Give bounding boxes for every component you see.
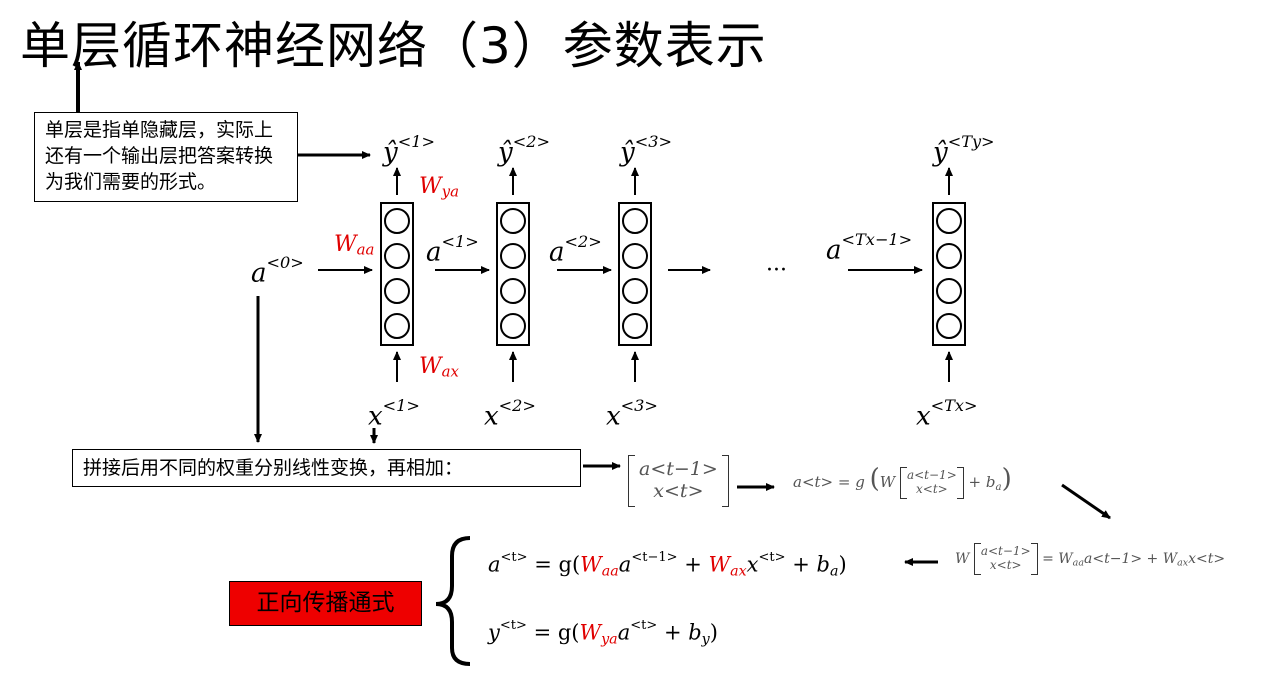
neuron-unit: [936, 243, 962, 269]
neuron-unit: [384, 208, 410, 234]
concat-note: 拼接后用不同的权重分别线性变换，再相加：: [72, 449, 581, 487]
neuron-unit: [936, 313, 962, 339]
yhat-label-ty: ŷ<Ty>: [933, 132, 995, 168]
neuron-unit: [500, 243, 526, 269]
a-label-0: a<0>: [251, 253, 304, 289]
neuron-unit: [622, 313, 648, 339]
concat-note-text: 拼接后用不同的权重分别线性变换，再相加：: [83, 457, 464, 479]
neuron-unit: [500, 208, 526, 234]
forward-brace: [435, 536, 471, 666]
yhat-label-2: ŷ<2>: [498, 132, 550, 168]
weight-waa: Waa: [334, 232, 375, 259]
small-equation-2: W a<t−1>x<t> = Waaa<t−1> + Waxx<t>: [955, 543, 1225, 575]
neuron-unit: [500, 278, 526, 304]
ellipsis: ···: [766, 258, 787, 283]
a-label-2: a<2>: [549, 232, 602, 268]
x-label-2: x<2>: [484, 396, 536, 432]
neuron-unit: [936, 208, 962, 234]
a-label-1: a<1>: [426, 232, 479, 268]
yhat-label-3: ŷ<3>: [620, 132, 672, 168]
x-label-1: x<1>: [368, 396, 420, 432]
forward-equation-output: y<t> = g(Wyaa<t> + by): [488, 618, 718, 648]
weight-wax: Wax: [419, 354, 459, 381]
equation-down-arrow: [1061, 483, 1111, 520]
forward-propagation-label: 正向传播通式: [229, 581, 422, 626]
weight-wya: Wya: [419, 174, 459, 201]
neuron-unit: [622, 243, 648, 269]
single-layer-note-text: 单层是指单隐藏层，实际上还有一个输出层把答案转换为我们需要的形式。: [45, 119, 274, 193]
single-layer-note: 单层是指单隐藏层，实际上还有一个输出层把答案转换为我们需要的形式。: [34, 112, 298, 202]
neuron-unit: [384, 278, 410, 304]
neuron-unit: [384, 243, 410, 269]
neuron-unit: [936, 278, 962, 304]
neuron-unit: [384, 313, 410, 339]
forward-label-text: 正向传播通式: [256, 590, 395, 616]
a-label-tx-minus-1: a<Tx−1>: [826, 230, 913, 266]
small-equation-1: a<t> = g (W a<t−1>x<t> + ba): [793, 464, 1012, 499]
neuron-unit: [500, 313, 526, 339]
neuron-unit: [622, 208, 648, 234]
x-label-tx: x<Tx>: [916, 396, 978, 432]
x-label-3: x<3>: [606, 396, 658, 432]
page-title: 单层循环神经网络（3）参数表示: [20, 17, 767, 75]
neuron-unit: [622, 278, 648, 304]
forward-equation-activation: a<t> = g(Waaa<t−1> + Waxx<t> + ba): [488, 550, 847, 580]
yhat-label-1: ŷ<1>: [383, 132, 435, 168]
concat-matrix: a<t−1> x<t>: [628, 455, 729, 507]
